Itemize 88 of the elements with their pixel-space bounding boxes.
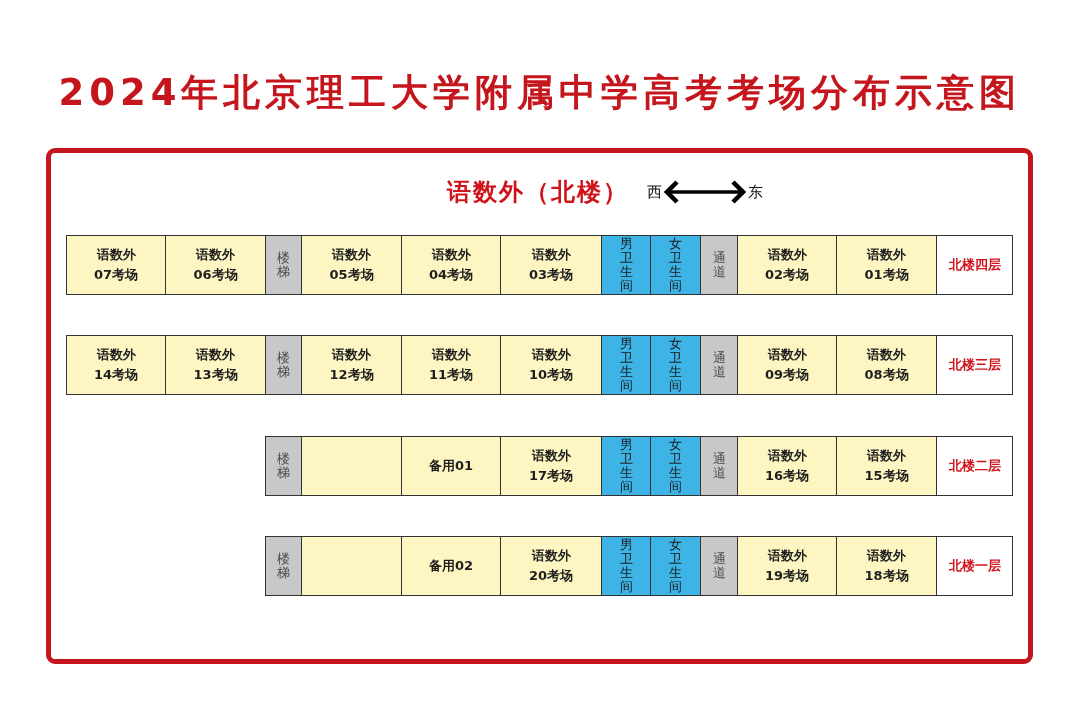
restroom [650, 436, 701, 496]
passageway [700, 335, 738, 395]
exam-room [165, 235, 266, 295]
section-heading: 语数外（北楼） [447, 178, 629, 206]
exam-room [737, 436, 837, 496]
passage-label: 通道 [712, 351, 726, 379]
stair-label: 楼梯 [277, 452, 290, 480]
room-label: 语数外 07考场 [93, 246, 139, 284]
passageway [700, 536, 738, 596]
room-label: 语数外 15考场 [864, 447, 909, 485]
room-label: 备用01 [428, 457, 474, 475]
floor-label: 北楼一层 [948, 557, 1001, 575]
exam-room [165, 335, 266, 395]
exam-room [737, 536, 837, 596]
room-label: 语数外 01考场 [864, 246, 909, 284]
room-label: 语数外 11考场 [428, 346, 474, 384]
page-title: 2024年北京理工大学附属中学高考考场分布示意图 [58, 71, 1022, 115]
room-label: 语数外 03考场 [528, 246, 574, 284]
passage-label: 通道 [712, 552, 726, 580]
restroom-label: 男卫生间 [619, 538, 633, 594]
exam-room [737, 335, 837, 395]
exam-room [301, 335, 402, 395]
exam-room [500, 536, 602, 596]
restroom-label: 男卫生间 [619, 337, 633, 393]
room-label: 语数外 13考场 [193, 346, 238, 384]
room-label: 语数外 16考场 [764, 447, 810, 485]
floor-tag [936, 335, 1013, 395]
room-label: 语数外 12考场 [329, 346, 374, 384]
restroom [650, 235, 701, 295]
stair-label: 楼梯 [277, 251, 290, 279]
floor-label: 北楼四层 [948, 256, 1001, 274]
floor-label: 北楼二层 [948, 457, 1001, 475]
restroom-label: 男卫生间 [619, 438, 633, 494]
room-label: 语数外 09考场 [764, 346, 810, 384]
restroom [601, 335, 651, 395]
exam-room [66, 335, 166, 395]
exam-room [401, 536, 501, 596]
exam-room [301, 235, 402, 295]
room-label: 语数外 02考场 [764, 246, 810, 284]
exam-room [836, 335, 937, 395]
direction-label: 东 [748, 183, 763, 201]
stair-label: 楼梯 [277, 351, 290, 379]
exam-room [401, 335, 501, 395]
exam-room [500, 235, 602, 295]
exam-room [500, 436, 602, 496]
room-label: 语数外 06考场 [193, 246, 238, 284]
passage-label: 通道 [712, 452, 726, 480]
restroom-label: 女卫生间 [669, 538, 682, 594]
exam-room [836, 436, 937, 496]
stairwell [265, 235, 302, 295]
restroom-label: 女卫生间 [669, 438, 682, 494]
floor-tag [936, 235, 1013, 295]
room-label: 语数外 19考场 [764, 547, 810, 585]
room-label: 语数外 18考场 [864, 547, 909, 585]
room-label: 备用02 [428, 557, 474, 575]
stairwell [265, 335, 302, 395]
restroom-label: 女卫生间 [669, 337, 682, 393]
exam-room [401, 436, 501, 496]
direction-label: 西 [647, 183, 662, 201]
stairwell [265, 436, 302, 496]
restroom [601, 436, 651, 496]
restroom [601, 235, 651, 295]
restroom [650, 536, 701, 596]
room-label: 语数外 10考场 [528, 346, 574, 384]
room-label: 语数外 20考场 [528, 547, 574, 585]
room-label: 语数外 14考场 [93, 346, 139, 384]
exam-room [836, 536, 937, 596]
floor-label: 北楼三层 [948, 356, 1001, 374]
exam-room [401, 235, 501, 295]
restroom [601, 536, 651, 596]
exam-room [66, 235, 166, 295]
exam-room [500, 335, 602, 395]
stairwell [265, 536, 302, 596]
passageway [700, 436, 738, 496]
room-label: 语数外 05考场 [329, 246, 374, 284]
room-label: 语数外 08考场 [864, 346, 909, 384]
exam-room [737, 235, 837, 295]
floor-tag [936, 536, 1013, 596]
room-label: 语数外 17考场 [528, 447, 574, 485]
floor-tag [936, 436, 1013, 496]
passage-label: 通道 [712, 251, 726, 279]
restroom-label: 男卫生间 [619, 237, 633, 293]
restroom-label: 女卫生间 [669, 237, 682, 293]
exam-room [836, 235, 937, 295]
passageway [700, 235, 738, 295]
restroom [650, 335, 701, 395]
stair-label: 楼梯 [277, 552, 290, 580]
room-label: 语数外 04考场 [428, 246, 474, 284]
